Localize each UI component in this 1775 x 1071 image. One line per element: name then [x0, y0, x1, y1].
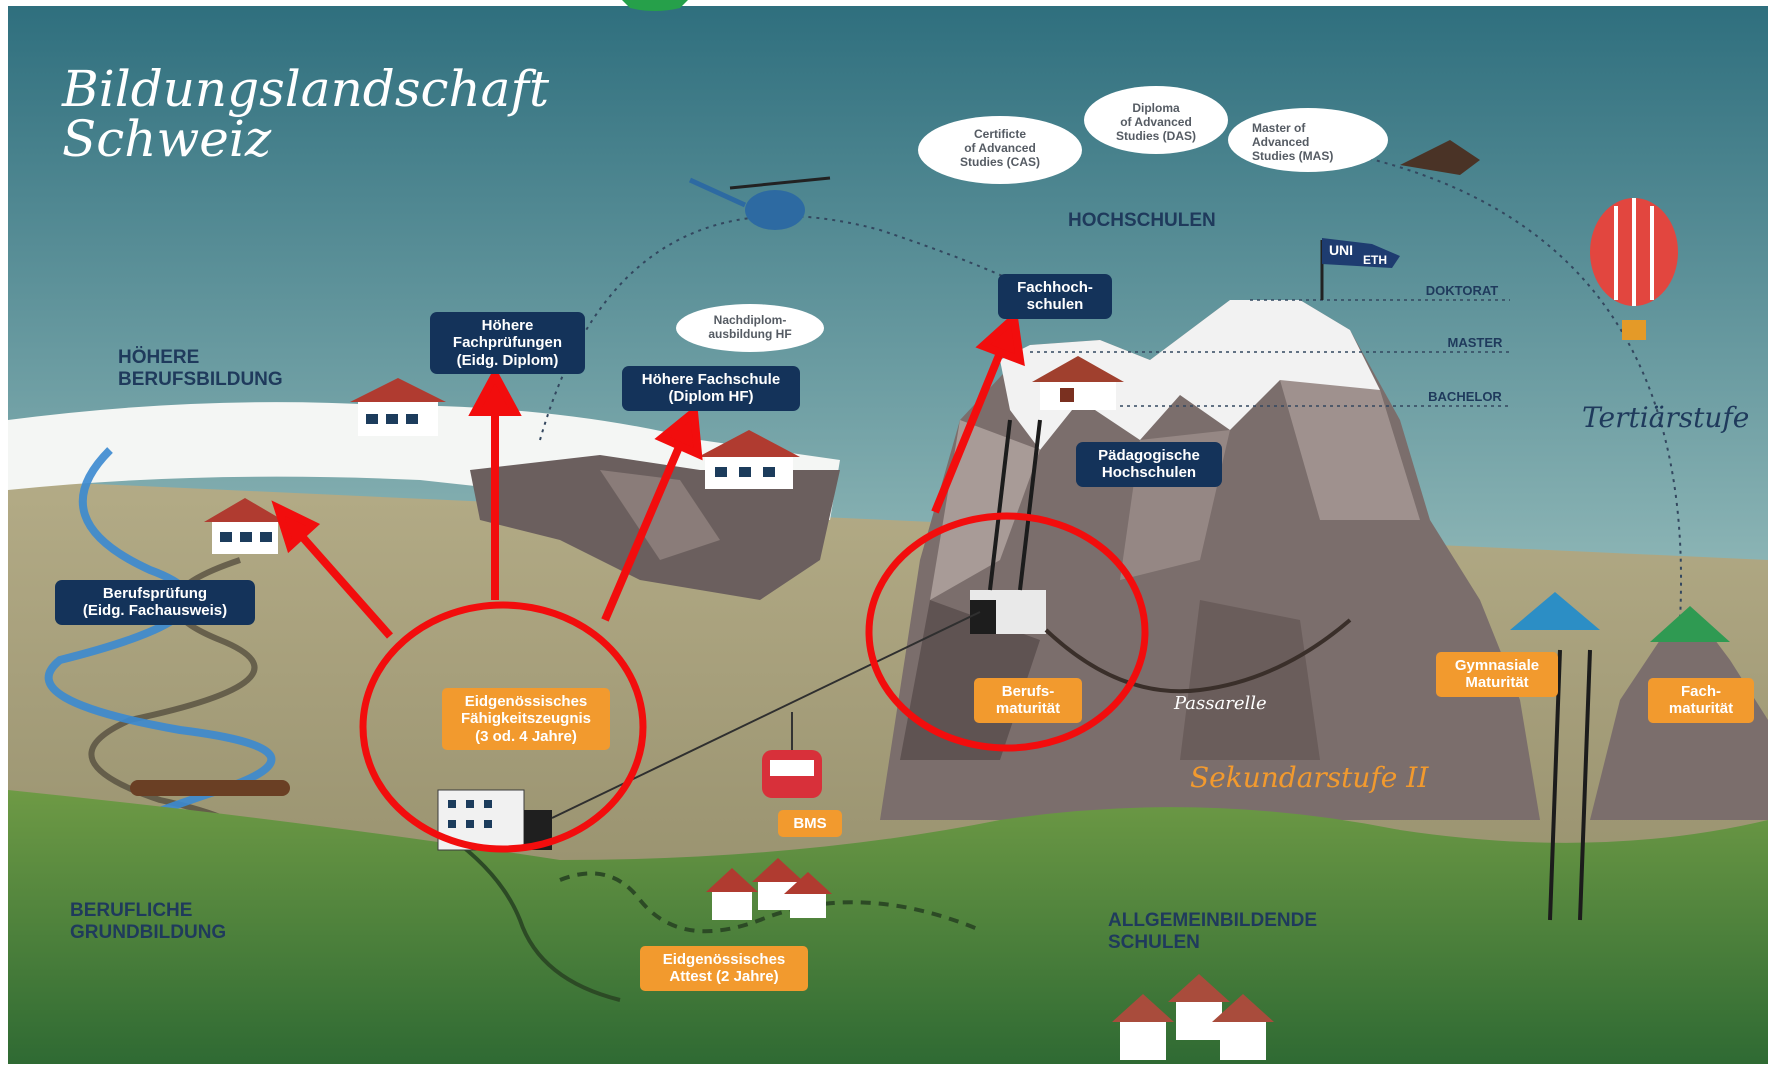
arrowhead-fachpruefungen — [468, 366, 522, 416]
ladder-right — [1548, 649, 1592, 921]
arrowhead-berufspruefung — [271, 500, 321, 554]
house-hoehere-fachschule — [698, 430, 800, 489]
label-hoehere-fachpruefungen: Höhere Fachprüfungen (Eidg. Diplom) — [430, 312, 585, 374]
level-bachelor: BACHELOR — [1428, 389, 1502, 404]
arrow-to-fachhochschulen — [931, 346, 1006, 514]
zone-hochschulen: HOCHSCHULEN — [1068, 210, 1216, 231]
house-hoehere-berufsbildung — [350, 378, 446, 436]
cloud-mas-shape — [1228, 108, 1388, 172]
level-master: MASTER — [1447, 335, 1503, 350]
gondola — [762, 712, 822, 798]
infographic-title: Bildungslandschaft Schweiz — [62, 60, 550, 168]
house-paedagogische — [1032, 356, 1124, 410]
cloud-cas: Certificte of Advanced Studies (CAS) — [959, 127, 1040, 169]
label-berufspruefung: Berufsprüfung (Eidg. Fachausweis) — [55, 580, 255, 625]
cloud-nachdiplom: Nachdiplom- ausbildung HF — [708, 313, 792, 341]
cloud-mas: Master of Advanced Studies (MAS) — [1252, 121, 1334, 163]
annotation-circle-efz — [359, 601, 647, 853]
main-mountain-snow — [1000, 300, 1380, 450]
arrowhead-hoehere-fachschule — [654, 404, 703, 461]
dotted-path-2 — [438, 828, 621, 1002]
left-rock-face — [600, 470, 720, 560]
main-mountain-facet-3 — [1280, 380, 1420, 520]
dotted-arc-right — [1329, 149, 1682, 621]
cloud-cas-shape — [918, 116, 1082, 184]
arrowhead-fachhochschulen — [975, 309, 1025, 367]
zone-berufliche-grundbildung: BERUFLICHE GRUNDBILDUNG — [70, 900, 227, 943]
flag-uni: UNI — [1328, 242, 1354, 258]
arrow-to-berufspruefung — [295, 529, 393, 639]
tent-green — [1650, 606, 1730, 642]
rope-bridge — [1044, 618, 1352, 694]
label-efz: Eidgenössisches Fähigkeitszeugnis (3 od.… — [442, 688, 610, 750]
annotation-arrows — [271, 309, 1025, 639]
log-bridge — [130, 780, 290, 796]
arrow-to-hoehere-fachschule — [601, 438, 686, 622]
hot-air-balloon — [1590, 198, 1678, 340]
stage-tertiaerstufe: Tertiärstufe — [1582, 401, 1750, 434]
helicopter — [688, 176, 831, 230]
annotation-circle-berufsmaturitaet — [865, 512, 1149, 752]
house-berufspruefung — [204, 498, 286, 554]
dotted-path-1 — [559, 871, 981, 934]
level-doktorat: DOKTORAT — [1425, 283, 1499, 298]
label-attest: Eidgenössisches Attest (2 Jahre) — [640, 946, 808, 991]
stage-sekundarstufe: Sekundarstufe II — [1190, 761, 1429, 794]
uni-eth-flag — [1320, 238, 1400, 300]
label-berufsmaturitaet: Berufs- maturität — [974, 678, 1082, 723]
cloud-nachdiplom-shape — [676, 304, 824, 352]
eagle — [1400, 140, 1480, 175]
label-fachmaturitaet: Fach- maturität — [1648, 678, 1754, 723]
label-gymnasiale-maturitaet: Gymnasiale Maturität — [1436, 652, 1558, 697]
village-allgemeinbildende — [1112, 974, 1274, 1060]
green-meadow — [8, 790, 1768, 1064]
flag-eth: ETH — [1363, 253, 1387, 267]
cloud-das: Diploma of Advanced Studies (DAS) — [1115, 101, 1196, 143]
dotted-arc-helicopter — [539, 215, 1051, 441]
building-berufsmaturitaet — [970, 590, 1046, 634]
zone-hoehere-berufsbildung: HÖHERE BERUFSBILDUNG — [118, 347, 283, 390]
village-attest — [706, 858, 832, 920]
cloud-das-shape — [1084, 86, 1228, 154]
zone-allgemeinbildende-schulen: ALLGEMEINBILDENDE SCHULEN — [1108, 910, 1317, 953]
top-green-marker — [622, 0, 688, 11]
passarelle-label: Passarelle — [1174, 693, 1267, 714]
tent-blue — [1510, 592, 1600, 630]
label-fachhochschulen: Fachhoch- schulen — [998, 274, 1112, 319]
label-bms: BMS — [778, 810, 842, 838]
label-hoehere-fachschule: Höhere Fachschule (Diplom HF) — [622, 366, 800, 411]
ladder-fachhochschule — [988, 419, 1042, 591]
label-paedagogische-hochschulen: Pädagogische Hochschulen — [1076, 442, 1222, 487]
